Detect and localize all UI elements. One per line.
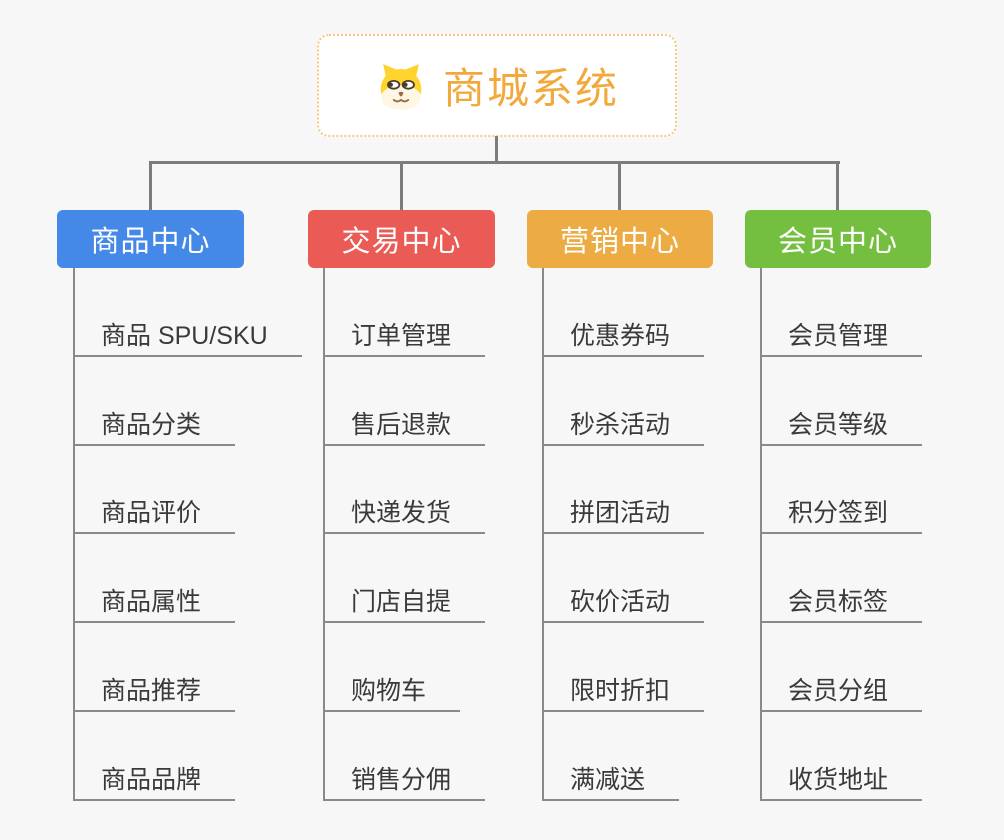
leaf-topic[interactable]: 会员等级 [762,357,923,446]
leaf-topic[interactable]: 收货地址 [762,712,923,801]
leaf-topic-label: 商品分类 [101,410,202,439]
leaf-topic-label: 会员分组 [788,676,889,705]
leaf-topic-label: 商品品牌 [101,765,202,794]
leaf-topic-label: 会员管理 [788,321,889,350]
leaf-topic-label: 快递发货 [351,499,452,528]
branch-children-member-center: 会员管理 会员等级 积分签到 会员标签 会员分组 收货地址 [760,268,923,801]
branch-children-trade-center: 订单管理 售后退款 快递发货 门店自提 购物车 销售分佣 [323,268,486,801]
leaf-topic-label: 拼团活动 [570,499,671,528]
connector-drop-marketing [618,161,621,211]
leaf-topic-label: 秒杀活动 [570,410,671,439]
leaf-topic[interactable]: 快递发货 [325,446,486,535]
leaf-topic[interactable]: 会员分组 [762,623,923,712]
branch-children-product-center: 商品 SPU/SKU 商品分类 商品评价 商品属性 商品推荐 商品品牌 [73,268,302,801]
leaf-topic-label: 订单管理 [351,321,452,350]
leaf-topic[interactable]: 商品分类 [75,357,236,446]
leaf-topic-label: 会员等级 [788,410,889,439]
leaf-topic-label: 销售分佣 [351,765,452,794]
leaf-topic[interactable]: 商品 SPU/SKU [75,268,302,357]
leaf-topic[interactable]: 购物车 [325,623,461,712]
leaf-topic-label: 限时折扣 [570,676,671,705]
leaf-topic-label: 优惠券码 [570,321,671,350]
leaf-topic[interactable]: 会员标签 [762,534,923,624]
leaf-topic[interactable]: 砍价活动 [544,534,705,624]
leaf-topic-label: 商品 SPU/SKU [101,321,268,350]
branch-topic-label: 交易中心 [341,226,462,258]
leaf-topic[interactable]: 拼团活动 [544,446,705,535]
leaf-topic-label: 满减送 [570,765,646,794]
leaf-topic[interactable]: 限时折扣 [544,623,705,712]
connector-drop-member [836,161,839,211]
branch-topic-label: 营销中心 [559,226,680,258]
branch-topic-marketing-center[interactable]: 营销中心 [527,210,713,268]
leaf-topic[interactable]: 商品属性 [75,534,236,624]
dog-icon [380,63,422,110]
leaf-topic-label: 商品推荐 [101,676,202,705]
leaf-topic[interactable]: 秒杀活动 [544,357,705,446]
leaf-topic-label: 商品评价 [101,499,202,528]
leaf-topic-label: 积分签到 [788,499,889,528]
branch-children-marketing-center: 优惠券码 秒杀活动 拼团活动 砍价活动 限时折扣 满减送 [542,268,705,801]
leaf-topic[interactable]: 优惠券码 [544,268,705,357]
leaf-topic-label: 砍价活动 [570,588,671,617]
leaf-topic[interactable]: 订单管理 [325,268,486,357]
leaf-topic[interactable]: 商品品牌 [75,712,236,801]
leaf-topic[interactable]: 会员管理 [762,268,923,357]
branch-topic-trade-center[interactable]: 交易中心 [308,210,495,268]
leaf-topic-label: 购物车 [351,676,427,705]
branch-topic-product-center[interactable]: 商品中心 [57,210,244,268]
leaf-topic[interactable]: 商品推荐 [75,623,236,712]
leaf-topic[interactable]: 销售分佣 [325,712,486,801]
leaf-topic-label: 售后退款 [351,410,452,439]
root-topic-title: 商城系统 [442,65,619,112]
branch-topic-member-center[interactable]: 会员中心 [745,210,931,268]
leaf-topic-label: 会员标签 [788,588,889,617]
connector-drop-product [149,161,152,211]
branch-topic-label: 商品中心 [90,226,211,258]
leaf-topic[interactable]: 门店自提 [325,534,486,624]
leaf-topic-label: 收货地址 [788,765,889,794]
leaf-topic[interactable]: 售后退款 [325,357,486,446]
leaf-topic[interactable]: 满减送 [544,712,680,801]
leaf-topic[interactable]: 积分签到 [762,446,923,535]
leaf-topic-label: 门店自提 [351,588,452,617]
connector-bus-line [149,161,840,164]
leaf-topic-label: 商品属性 [101,588,202,617]
leaf-topic[interactable]: 商品评价 [75,446,236,535]
connector-root-drop [495,136,498,163]
branch-topic-label: 会员中心 [777,226,898,258]
root-topic[interactable]: 商城系统 [317,34,677,137]
connector-drop-trade [400,161,403,211]
